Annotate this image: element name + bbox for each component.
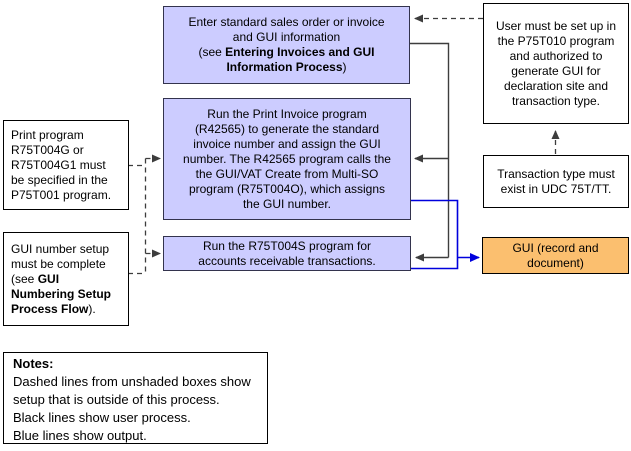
flow-box-user-setup: User must be set up in the P75T010 progr… <box>483 3 629 124</box>
flow-box-gui-output: GUI (record and document) <box>482 237 629 274</box>
flow-box-transaction-type-text: Transaction type must exist in UDC 75T/T… <box>497 166 615 196</box>
notes-title: Notes: <box>13 356 54 371</box>
line-enter-to-branch <box>409 42 450 258</box>
flow-box-gui-number-setup: GUI number setup must be complete (see G… <box>3 232 129 326</box>
flow-box-gui-number-setup-text: GUI number setup must be complete (see G… <box>11 242 111 317</box>
enter-invoice-post: ) <box>342 60 347 74</box>
gui-setup-bold-link: GUI Numbering Setup Process Flow <box>11 271 112 316</box>
flow-box-user-setup-text: User must be set up in the P75T010 progr… <box>495 18 617 108</box>
flow-box-enter-invoice-text: Enter standard sales order or invoice an… <box>188 15 384 75</box>
notes-body: Dashed lines from unshaded boxes show se… <box>13 374 251 443</box>
enter-invoice-pre: Enter standard sales order or invoice an… <box>188 15 385 59</box>
flow-box-run-r75t004s-text: Run the R75T004S program for accounts re… <box>198 238 376 268</box>
flow-box-print-program: Print program R75T004G or R75T004G1 must… <box>3 120 129 210</box>
enter-invoice-bold-link: Entering Invoices and GUI Information Pr… <box>225 45 375 74</box>
gui-setup-post: ). <box>88 301 96 316</box>
flow-box-print-program-text: Print program R75T004G or R75T004G1 must… <box>11 127 112 202</box>
notes-box: Notes: Dashed lines from unshaded boxes … <box>3 352 268 444</box>
flow-box-run-print-invoice: Run the Print Invoice program (R42565) t… <box>163 98 411 220</box>
flow-box-gui-output-text: GUI (record and document) <box>512 240 599 270</box>
flow-box-run-print-invoice-text: Run the Print Invoice program (R42565) t… <box>183 106 391 211</box>
flow-box-enter-invoice: Enter standard sales order or invoice an… <box>163 6 410 84</box>
flow-box-transaction-type: Transaction type must exist in UDC 75T/T… <box>483 155 629 208</box>
flow-box-run-r75t004s: Run the R75T004S program for accounts re… <box>163 236 411 271</box>
blue-output-loop <box>410 199 459 270</box>
gui-setup-pre: GUI number setup must be complete (see <box>11 241 110 286</box>
